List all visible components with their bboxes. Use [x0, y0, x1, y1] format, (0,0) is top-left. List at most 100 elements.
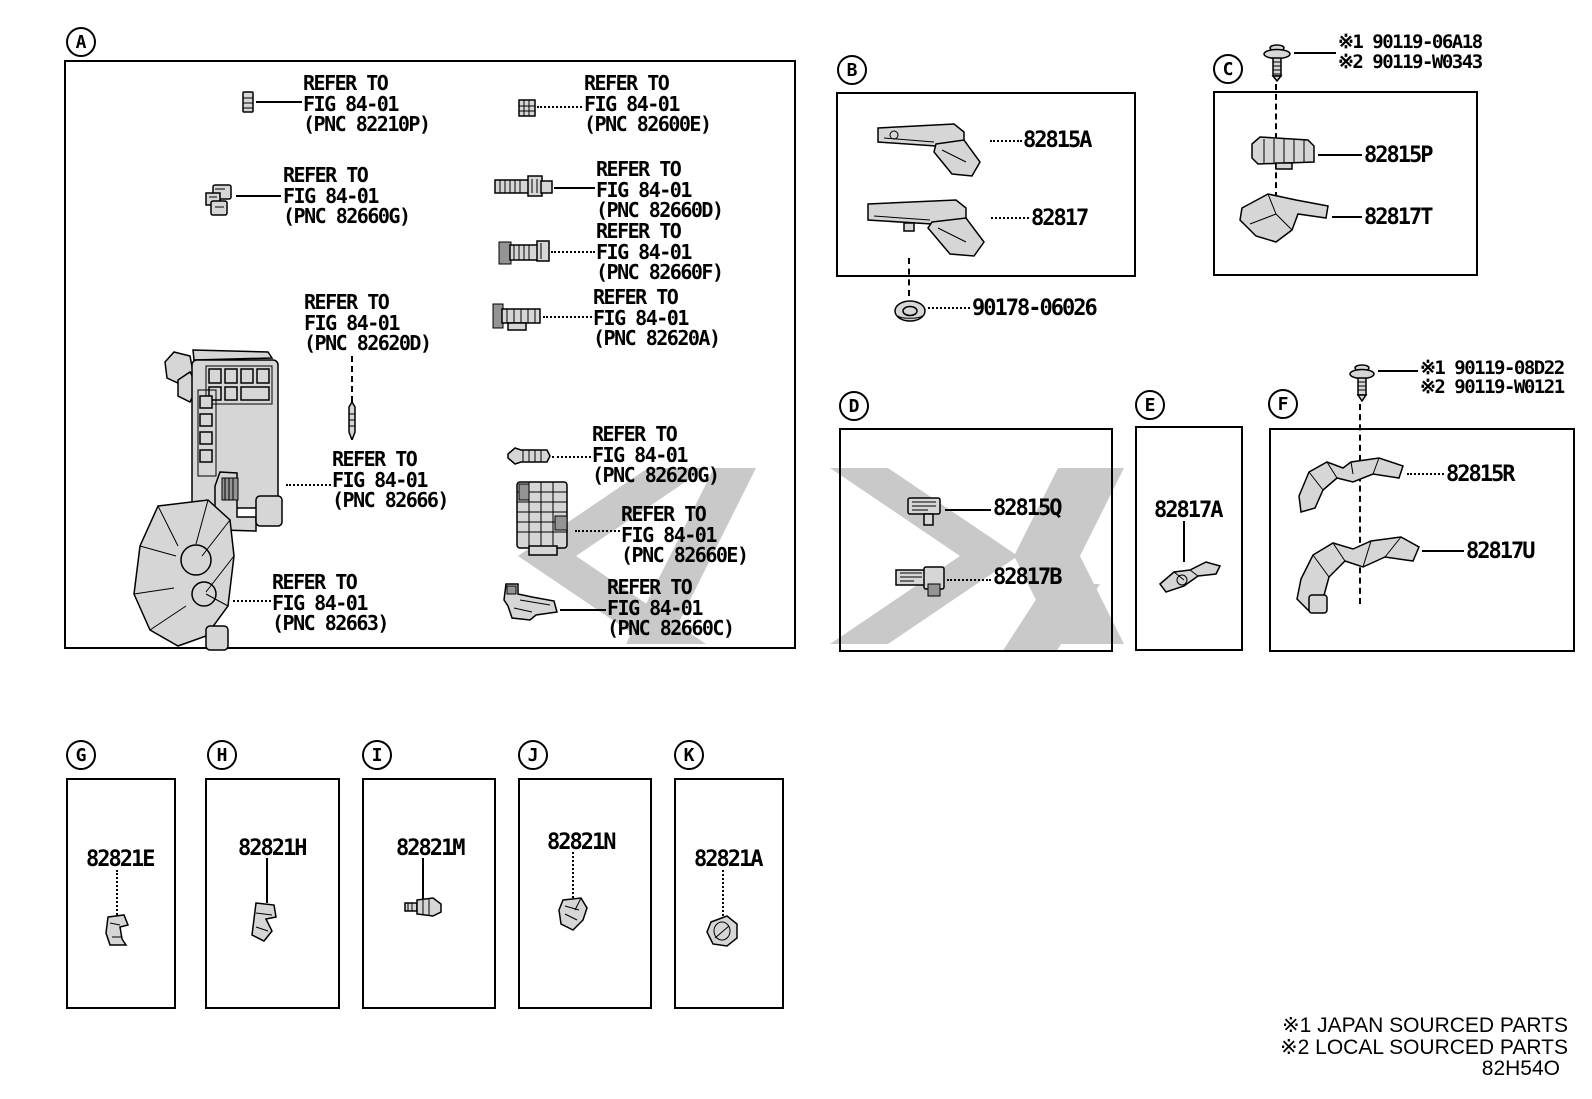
ref-82620g: REFER TO FIG 84-01 (PNC 82620G)	[592, 422, 720, 487]
leader-82821h	[266, 858, 268, 903]
part-82815r-drawing	[1298, 457, 1404, 513]
panel-i-badge: I	[362, 740, 392, 770]
leader-82815r	[1407, 473, 1444, 475]
panel-h-box	[205, 778, 340, 1009]
ref-82660g: REFER TO FIG 84-01 (PNC 82660G)	[283, 163, 411, 228]
leader-82600e	[537, 106, 582, 108]
panel-b-badge: B	[837, 55, 867, 85]
part-label-82815r: 82815R	[1446, 462, 1515, 487]
part-82821h-drawing	[251, 902, 277, 942]
part-label-82821m: 82821M	[396, 836, 465, 861]
part-82660e-icon	[516, 481, 568, 556]
dashline-90178	[908, 258, 910, 296]
leader-82663	[233, 600, 271, 602]
part-82660f-icon	[498, 240, 550, 265]
part-label-82817b: 82817B	[993, 565, 1062, 590]
part-82815q-drawing	[907, 497, 941, 526]
leader-82817u	[1422, 550, 1464, 552]
part-label-82815q: 82815Q	[993, 496, 1062, 521]
ref-82600e: REFER TO FIG 84-01 (PNC 82600E)	[584, 71, 712, 136]
part-label-82817t: 82817T	[1364, 205, 1433, 230]
panel-f-box	[1269, 428, 1575, 652]
leader-90178	[928, 307, 970, 309]
panel-g-badge: G	[66, 740, 96, 770]
part-label-82815a: 82815A	[1023, 128, 1092, 153]
leader-82620a	[543, 316, 592, 318]
leader-82660d	[554, 187, 595, 189]
part-label-82817u: 82817U	[1466, 539, 1535, 564]
leader-82660g	[236, 195, 281, 197]
part-82817-drawing	[867, 199, 985, 257]
dashline-82620d	[351, 356, 353, 402]
panel-j-badge: J	[518, 740, 548, 770]
panel-k-box	[674, 778, 784, 1009]
part-label-82821h: 82821H	[238, 836, 307, 861]
part-82821e-drawing	[105, 914, 130, 946]
leader-82660c	[560, 609, 606, 611]
part-82620d-icon	[348, 402, 356, 440]
part-82817u-drawing	[1296, 536, 1420, 614]
panel-b-box	[836, 92, 1136, 277]
part-82817t-drawing	[1239, 193, 1329, 243]
footnote-japan-sourced: ※1 JAPAN SOURCED PARTS	[1282, 1014, 1568, 1037]
leader-82660e	[575, 530, 620, 532]
part-82660c-icon	[503, 583, 558, 621]
part-82620g-icon	[507, 447, 551, 465]
panel-c-box	[1213, 91, 1478, 276]
leader-82620g	[552, 456, 591, 458]
nut-90178-icon	[894, 300, 926, 322]
part-82821n-drawing	[558, 897, 588, 931]
part-82660d-icon	[494, 175, 553, 197]
panel-f-badge: F	[1268, 389, 1298, 419]
leader-82815a	[990, 140, 1022, 142]
part-label-90178-06026: 90178-06026	[972, 296, 1098, 321]
ref-82620d: REFER TO FIG 84-01 (PNC 82620D)	[304, 290, 432, 355]
part-82815a-drawing	[877, 123, 981, 177]
part-label-82817a: 82817A	[1154, 498, 1223, 523]
leader-82821a	[722, 870, 724, 916]
leader-82821e	[116, 870, 118, 915]
part-82663-bracket-drawing	[133, 499, 235, 651]
part-82821m-drawing	[404, 897, 442, 917]
leader-82821m	[422, 858, 424, 900]
screw-note-f2: ※2 90119-W0121	[1420, 376, 1565, 398]
screw-note-c2: ※2 90119-W0343	[1338, 51, 1483, 73]
part-label-82821n: 82821N	[547, 830, 616, 855]
part-82815p-drawing	[1251, 136, 1315, 170]
ref-82660d: REFER TO FIG 84-01 (PNC 82660D)	[596, 157, 724, 222]
ref-82660c: REFER TO FIG 84-01 (PNC 82660C)	[607, 575, 735, 640]
part-82660g-icon	[205, 184, 232, 216]
panel-a-badge: A	[66, 27, 96, 57]
leader-screw-f	[1378, 370, 1418, 372]
panel-h-badge: H	[207, 740, 237, 770]
leader-82817t	[1332, 216, 1362, 218]
screw-note-c1: ※1 90119-06A18	[1338, 31, 1483, 53]
ref-82660e: REFER TO FIG 84-01 (PNC 82660E)	[621, 502, 749, 567]
screw-icon-f	[1349, 364, 1375, 402]
leader-82817a	[1183, 521, 1185, 562]
part-82817a-drawing	[1158, 561, 1222, 593]
panel-k-badge: K	[674, 740, 704, 770]
part-label-82817: 82817	[1031, 206, 1089, 231]
leader-82815p	[1318, 154, 1362, 156]
panel-c-badge: C	[1213, 54, 1243, 84]
dashline-screw-f	[1359, 404, 1361, 604]
panel-d-box	[839, 428, 1113, 652]
leader-82815q	[945, 509, 991, 511]
leader-82666	[286, 484, 331, 486]
ref-82210p: REFER TO FIG 84-01 (PNC 82210P)	[303, 71, 431, 136]
leader-screw-c	[1294, 52, 1336, 54]
ref-82620a: REFER TO FIG 84-01 (PNC 82620A)	[593, 285, 721, 350]
part-label-82815p: 82815P	[1364, 143, 1433, 168]
part-82620a-icon	[492, 303, 541, 331]
panel-d-badge: D	[839, 391, 869, 421]
leader-82821n	[572, 852, 574, 898]
figure-code: 82H54O	[1481, 1057, 1560, 1080]
panel-e-badge: E	[1135, 390, 1165, 420]
ref-82666: REFER TO FIG 84-01 (PNC 82666)	[332, 447, 449, 512]
ref-82663: REFER TO FIG 84-01 (PNC 82663)	[272, 570, 389, 635]
ref-82660f: REFER TO FIG 84-01 (PNC 82660F)	[596, 219, 724, 284]
part-label-82821e: 82821E	[86, 847, 155, 872]
part-82600e-icon	[518, 99, 536, 117]
